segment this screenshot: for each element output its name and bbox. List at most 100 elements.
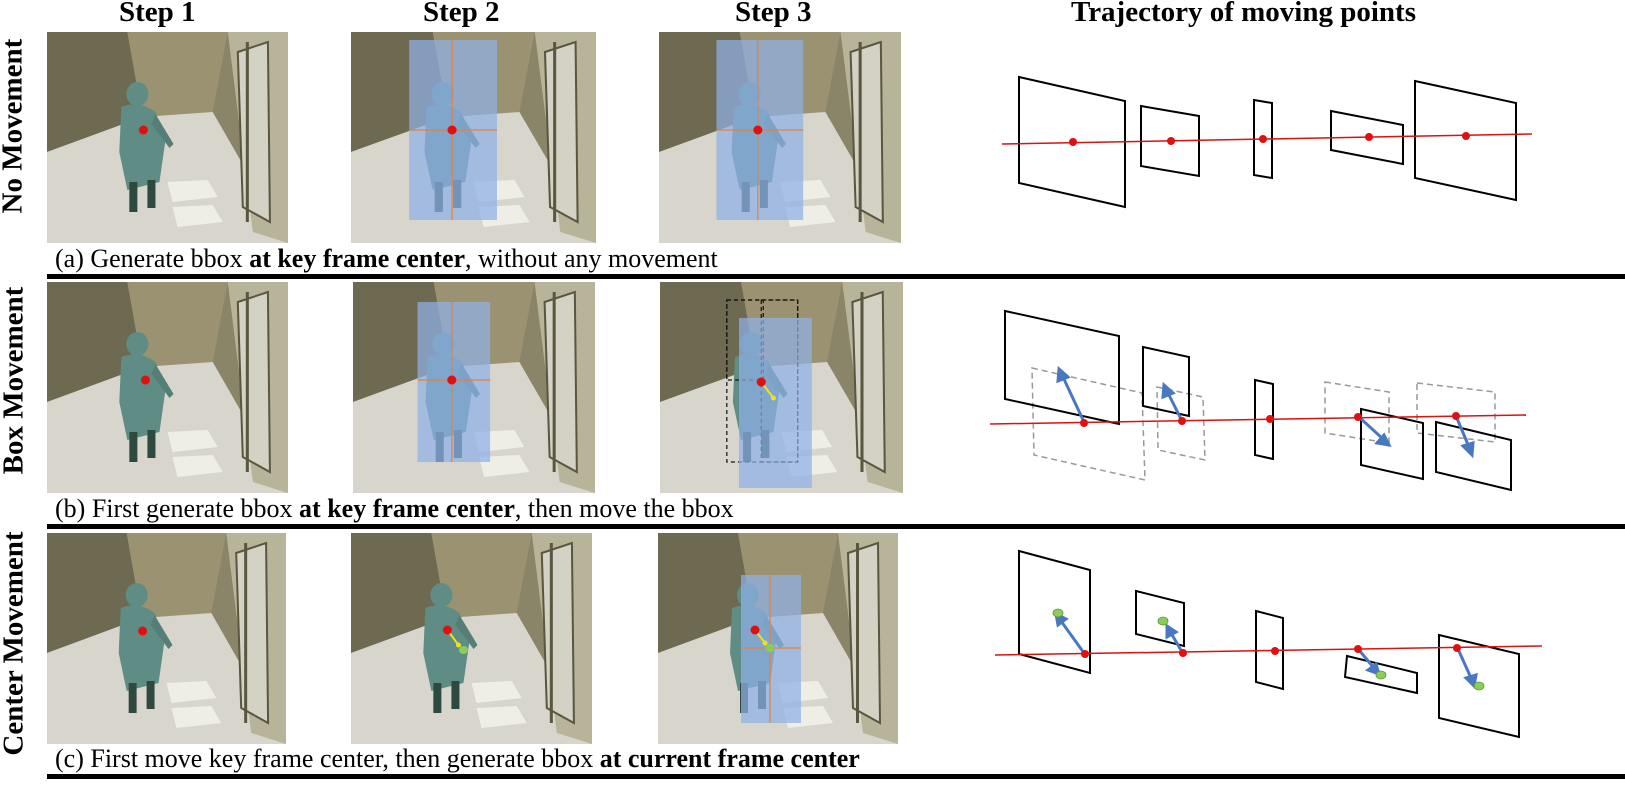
row-label-box-movement: Box Movement [0,286,30,475]
traj3-center-points [1081,644,1461,658]
door [849,40,884,224]
caption-a: (a) Generate bbox at key frame center, w… [55,244,718,274]
row-label-center-movement: Center Movement [0,531,30,756]
caption-c: (c) First move key frame center, then ge… [55,744,860,774]
row-label-no-movement: No Movement [0,38,29,214]
row1-step3-frame [659,32,901,243]
row3-step2-frame [351,533,592,744]
person-figure [118,583,173,713]
door [851,290,886,474]
header-step-3: Step 3 [735,0,812,28]
far-wall [126,533,227,618]
floor [47,613,286,744]
door-frame [858,42,862,222]
separator-3 [47,774,1625,779]
caption-a-bold: at key frame center [249,244,466,273]
row2-step3-frame [660,282,903,493]
floor [47,362,288,493]
header-step-1: Step 1 [119,0,196,28]
traj2-dashed-boxes [1031,367,1496,481]
center-point [756,377,766,387]
center-point [447,375,457,385]
caption-b: (b) First generate bbox at key frame cen… [55,494,734,524]
person-figure [119,82,174,212]
row2-step1-frame [47,282,288,493]
header-step-2: Step 2 [423,0,500,28]
center-point [753,125,763,135]
far-wall [127,282,228,367]
door-frame [245,42,249,222]
door [543,290,578,474]
door-frame [860,292,864,472]
traj2-center-points [1080,412,1460,427]
floor-glare [172,205,223,227]
floor-glare [471,681,522,703]
left-wall [351,533,447,653]
door [543,40,579,224]
door [846,541,882,725]
floor [351,613,592,744]
row1-step1-frame [47,32,288,243]
motion-arrow-head [770,395,776,401]
center-point [750,625,760,635]
motion-arrow-head [455,642,461,648]
center-point [138,626,148,636]
door [235,541,270,725]
caption-b-post: , then move the bbox [514,494,734,523]
caption-a-pre: (a) Generate bbox [55,244,250,273]
traj1-boxes [1018,75,1517,209]
motion-arrow-head [762,640,768,646]
traj3-boxes [1018,549,1520,739]
header-trajectory: Trajectory of moving points [1071,0,1416,28]
row1-step2-frame [351,32,596,243]
door-frame [552,292,556,472]
center-point [140,375,150,385]
row3-step1-frame [47,533,286,744]
floor-glare [167,180,218,202]
row2-trajectory-diagram [989,309,1527,492]
door [236,40,271,224]
separator-1 [47,274,1625,279]
caption-a-post: , without any movement [465,244,718,273]
traj2-trajectory-line [989,414,1527,425]
bbox-overlay [738,318,812,488]
caption-b-pre: (b) First generate bbox [55,494,300,523]
center-point [447,125,457,135]
floor-glare [479,455,530,477]
person-figure [423,583,478,713]
moved-point [458,646,468,654]
left-wall [660,282,757,402]
center-point [442,625,452,635]
traj2-motion-arrows [1056,365,1475,459]
row3-trajectory-diagram [994,549,1543,739]
caption-c-bold: at current frame center [599,744,860,773]
left-wall [47,32,143,152]
row1-trajectory-diagram [1001,75,1533,209]
far-wall [431,533,532,618]
door-frame [244,543,248,723]
traj3-motion-arrows [1053,611,1478,690]
door-frame [245,292,249,472]
caption-c-pre: (c) First move key frame center, then ge… [55,744,600,773]
door [540,541,575,725]
door [236,290,271,474]
traj3-moved-points [1052,608,1485,691]
far-wall [127,32,228,117]
traj2-boxes [1004,309,1512,492]
floor-glare [166,681,217,703]
caption-b-bold: at key frame center [299,494,515,523]
separator-2 [47,524,1625,529]
left-wall [47,282,143,402]
floor-glare [172,455,223,477]
floor-glare [167,430,218,452]
center-point [138,125,148,135]
door-frame [553,42,557,222]
traj1-center-points [1069,132,1470,146]
door-frame [549,543,553,723]
person-figure [119,332,174,462]
floor-glare [171,706,222,728]
moved-point [765,644,775,652]
floor [47,112,288,243]
row2-step2-frame [353,282,595,493]
row3-step3-frame [658,533,898,744]
